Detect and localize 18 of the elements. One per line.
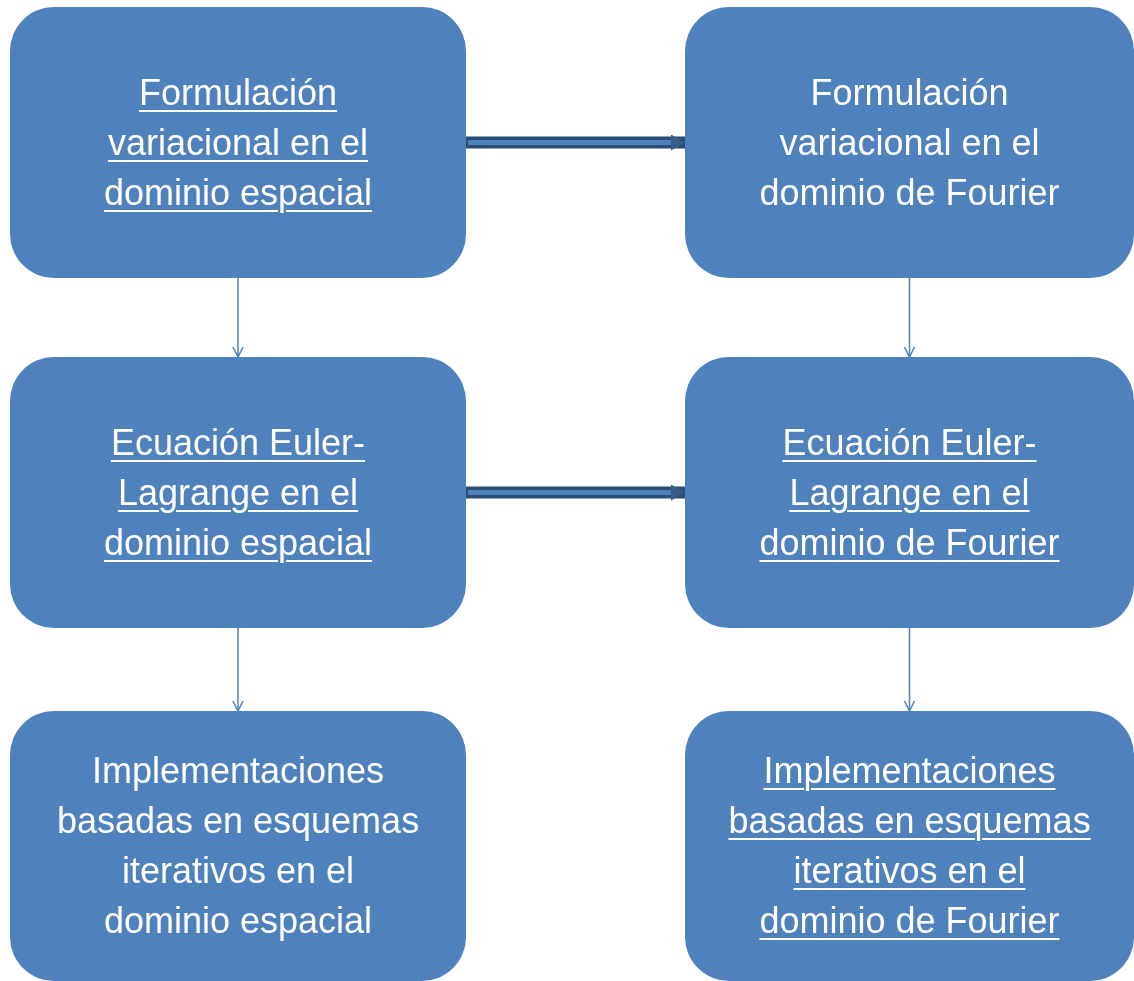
box-label: Formulación variacional en el dominio espacial [102, 70, 374, 215]
process-box [685, 711, 1134, 981]
process-box [10, 711, 466, 981]
arrow [232, 627, 244, 712]
box-label: Ecuación Euler-Lagrange en el dominio espacial [102, 420, 374, 565]
arrow [232, 277, 244, 358]
box-label: Formulación variacional en el dominio de Fourier [758, 70, 1061, 215]
arrow [466, 484, 685, 501]
arrow [903, 277, 916, 358]
box-label: Implementaciones basadas en esquemas iterativos en el dominio de Fourier [727, 749, 1092, 943]
process-box [685, 357, 1134, 628]
process-box [685, 7, 1134, 278]
process-box [10, 7, 466, 278]
box-label: Implementaciones basadas en esquemas iterativos en el dominio espacial [56, 749, 420, 943]
arrow [903, 627, 916, 712]
arrow [466, 134, 685, 151]
process-box [10, 357, 466, 628]
box-label: Ecuación Euler-Lagrange en el dominio de Fourier [758, 420, 1061, 565]
